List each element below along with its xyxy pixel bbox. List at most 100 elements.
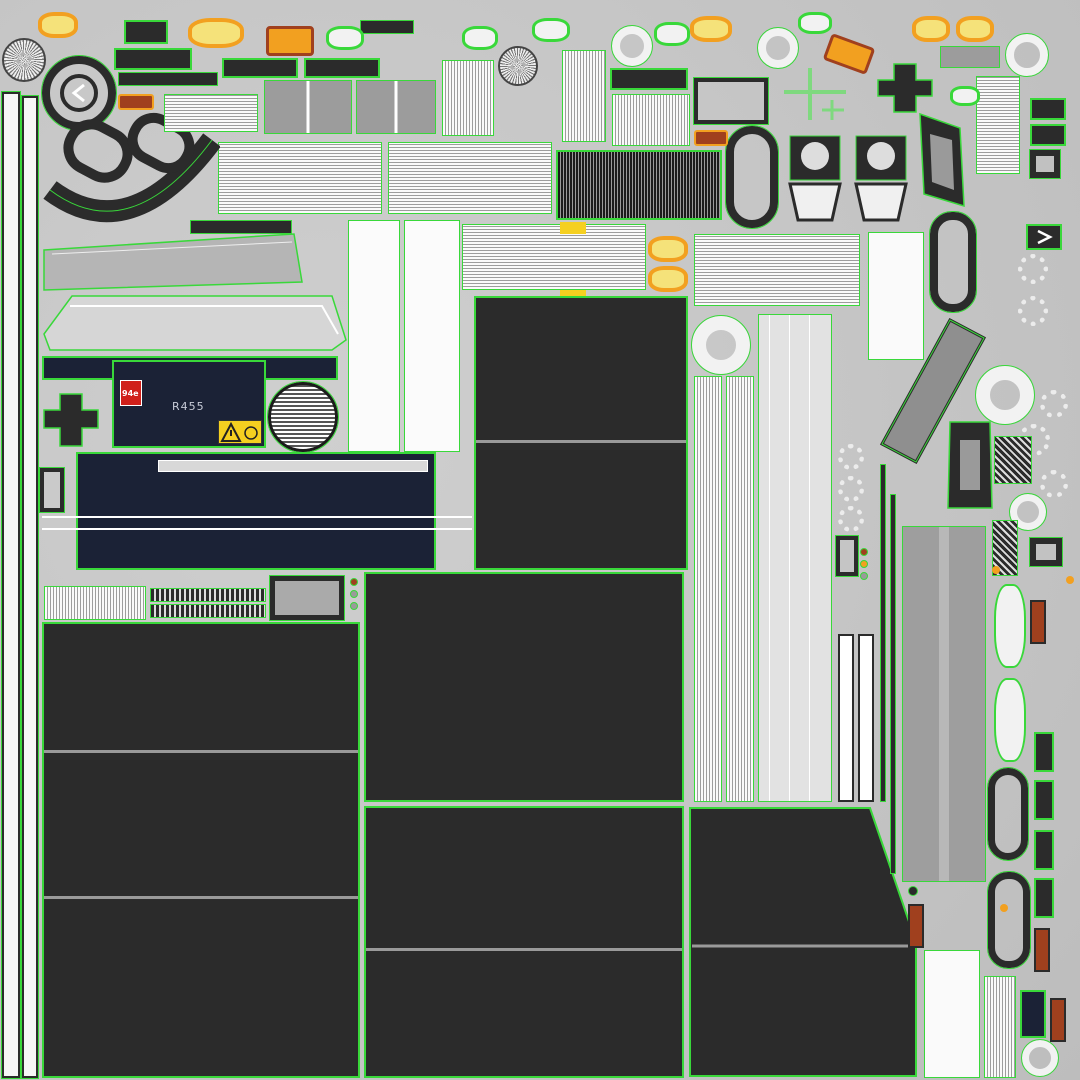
chevron-right-icon: [1037, 229, 1053, 245]
small-gear-1: [1018, 254, 1048, 284]
chevron-block: [1026, 224, 1062, 250]
cross-connector-left: [42, 392, 100, 448]
striped-column-left-b: [726, 376, 754, 802]
grey-bar-curved: [42, 294, 348, 352]
dark-strip-top-3: [222, 58, 298, 78]
loop-frame-a: [725, 125, 779, 229]
yellow-blob-2: [188, 18, 244, 48]
dark-panel-center-top: [474, 296, 688, 570]
bracket-part-a: [910, 110, 970, 210]
small-gear-7: [838, 506, 864, 532]
dark-strip-top-6: [610, 68, 688, 90]
white-panel-bottom-right: [924, 950, 980, 1078]
model-label-panel: 94e R455: [112, 360, 266, 448]
white-pill-1: [326, 26, 364, 50]
frame-connector: [269, 575, 345, 621]
grey-block-top-a: [264, 80, 352, 134]
yellow-blob-1: [38, 12, 78, 38]
light-column-wide: [758, 314, 832, 802]
cross-connector-top: [876, 62, 934, 114]
navy-panel-wide: [42, 452, 472, 570]
dark-striped-panel: [556, 150, 722, 220]
dot-4: [350, 578, 358, 586]
yellow-blob-6: [648, 236, 688, 262]
dark-square-top: [124, 20, 168, 44]
dot-2: [860, 560, 868, 568]
right-part-7: [1034, 830, 1054, 870]
funnel-part-b: [852, 132, 910, 224]
striped-panel-top-right: [976, 76, 1020, 174]
grey-bar-top: [42, 232, 304, 292]
striped-block-top: [164, 94, 258, 132]
dark-panel-center-bottom: [364, 806, 684, 1078]
dark-panel-large-bottom-left: [42, 622, 360, 1078]
dark-panel-center-mid: [364, 572, 684, 802]
striped-panel-wide-b: [388, 142, 552, 214]
striped-column-left-a: [694, 376, 722, 802]
diagonal-ribbed-bar: [878, 317, 988, 465]
dark-panel-trapezoid: [688, 806, 920, 1078]
white-strip-a: [838, 634, 854, 802]
dark-frame-top: [693, 77, 769, 125]
striped-panel-bottom-right: [984, 976, 1016, 1078]
left-rail-outer: [1, 91, 21, 1079]
white-strip-b: [858, 634, 874, 802]
striped-panel-right: [694, 234, 860, 306]
right-part-4: [1029, 537, 1063, 567]
right-part-2: [1030, 124, 1066, 146]
right-part-8: [1034, 878, 1054, 918]
red-block-top: [118, 94, 154, 110]
striped-panel-wide-a: [218, 142, 382, 214]
striped-panel-top-b: [562, 50, 606, 142]
dot-10: [908, 886, 918, 896]
right-part-9: [1020, 990, 1046, 1038]
small-gear-5: [838, 444, 864, 470]
brown-strip-2: [1050, 998, 1066, 1042]
dark-strip-top-4: [304, 58, 380, 78]
white-pill-6: [950, 86, 980, 106]
loop-frame-d: [987, 871, 1031, 969]
white-ring-a: [611, 25, 653, 67]
white-ring-b: [757, 27, 799, 69]
white-ring-large-a: [691, 315, 751, 375]
white-pill-2: [462, 26, 498, 50]
striped-panel-top-a: [442, 60, 494, 136]
red-block-right: [694, 130, 728, 146]
ribbed-connector-b: [150, 604, 266, 618]
orange-block-1: [266, 26, 314, 56]
trapezoid-shape: [689, 807, 917, 1077]
white-ring-large-b: [975, 365, 1035, 425]
brown-strip-4: [908, 904, 924, 948]
dot-9: [1000, 904, 1008, 912]
red-badge: 94e: [120, 380, 142, 406]
grey-strip-top-right: [940, 46, 1000, 68]
small-dark-clip-b: [835, 535, 859, 577]
small-gear-8: [1040, 470, 1068, 498]
dot-6: [350, 602, 358, 610]
white-ring-e: [1021, 1039, 1059, 1077]
brown-strip-1: [1030, 600, 1046, 644]
dot-5: [350, 590, 358, 598]
thin-dark-rail-a: [880, 464, 886, 802]
ribbed-strip-right-b: [992, 520, 1018, 576]
thin-dark-rail-b: [890, 494, 896, 874]
white-panel-right: [868, 232, 924, 360]
funnel-part-a: [786, 132, 844, 224]
striped-panel-small-left: [44, 586, 146, 620]
right-part-5: [1034, 732, 1054, 772]
grey-column-right: [902, 526, 986, 882]
striped-panel-top-c: [612, 94, 690, 146]
dark-strip-top-2: [118, 72, 218, 86]
ribbed-strip-right: [994, 436, 1032, 484]
green-plus-mark: [780, 64, 850, 124]
dot-7: [992, 566, 1000, 574]
white-pill-3: [532, 18, 570, 42]
dark-strip-top-1: [114, 48, 192, 70]
grey-block-top-b: [356, 80, 436, 134]
yellow-marker-a: [560, 222, 586, 234]
brown-strip-3: [1034, 928, 1050, 972]
dot-1: [860, 548, 868, 556]
striped-panel-mid: [462, 224, 646, 290]
yellow-blob-7: [648, 266, 688, 292]
dot-8: [1066, 576, 1074, 584]
